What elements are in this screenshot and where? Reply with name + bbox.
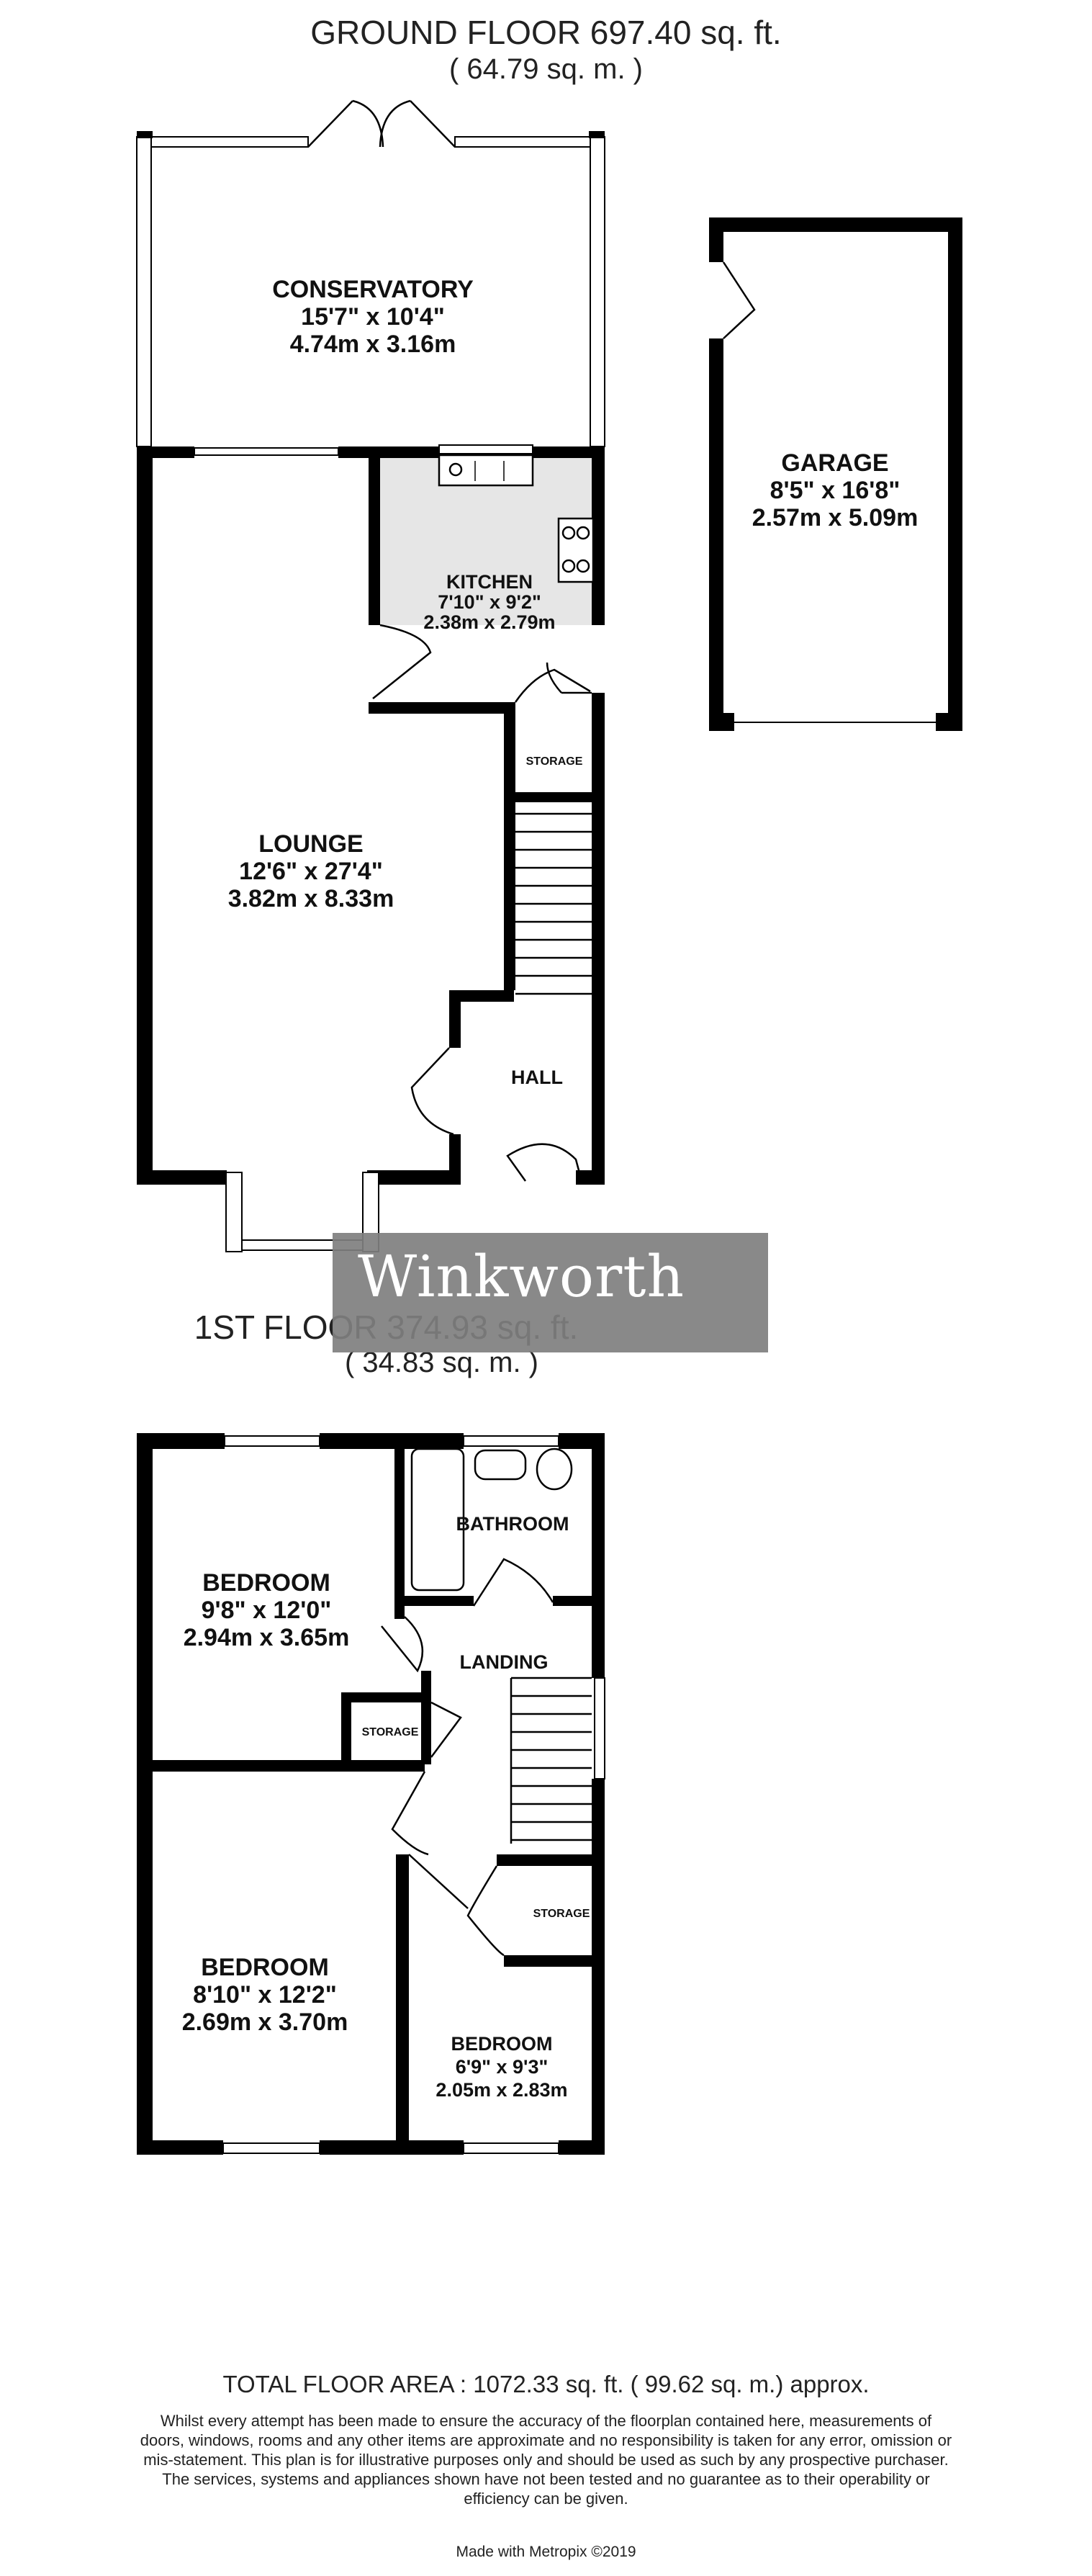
garage-metric: 2.57m x 5.09m: [752, 504, 919, 531]
lounge-name: LOUNGE: [258, 830, 363, 858]
landing-name: LANDING: [460, 1651, 549, 1673]
storage-door: [514, 668, 591, 703]
garage-name: GARAGE: [781, 449, 888, 477]
bedroom1-imperial: 9'8" x 12'0": [202, 1597, 332, 1624]
french-door-right: [379, 99, 456, 148]
storage-small-door: [430, 1701, 462, 1758]
garage-imperial: 8'5" x 16'8": [770, 477, 901, 504]
ground-floor-area-metric: ( 64.79 sq. m. ): [449, 53, 643, 85]
ground-floor-title: GROUND FLOOR 697.40 sq. ft.: [310, 14, 782, 51]
lounge-hall-door: [410, 1047, 454, 1136]
storage-small-name: STORAGE: [362, 1726, 419, 1738]
ground-floor-plan: [136, 99, 962, 1252]
total-floor-area: TOTAL FLOOR AREA : 1072.33 sq. ft. ( 99.…: [222, 2371, 870, 2397]
basin: [474, 1449, 527, 1481]
bedroom1-name: BEDROOM: [202, 1569, 330, 1597]
conservatory-window-right: [590, 136, 605, 447]
conservatory-window-left: [136, 136, 152, 447]
kitchen-metric: 2.38m x 2.79m: [423, 611, 555, 633]
metropix-credit: Made with Metropix ©2019: [456, 2544, 636, 2560]
bedroom2-window: [222, 2142, 320, 2154]
bath: [410, 1448, 465, 1592]
storage-landing-name: STORAGE: [533, 1908, 590, 1920]
kitchen-window: [438, 444, 533, 454]
toilet: [536, 1448, 573, 1491]
first-floor-plan: [137, 1433, 605, 2155]
garage-side-door: [722, 261, 756, 339]
bedroom3-name: BEDROOM: [451, 2033, 553, 2055]
hob: [557, 517, 595, 583]
bedroom2-name: BEDROOM: [201, 1954, 329, 1981]
lounge-imperial: 12'6" x 27'4": [239, 858, 383, 885]
kitchen-imperial: 7'10" x 9'2": [438, 591, 541, 613]
bedroom3-metric: 2.05m x 2.83m: [436, 2079, 567, 2101]
sliding-door: [194, 447, 339, 456]
kitchen-door: [372, 624, 432, 699]
bedroom3-imperial: 6'9" x 9'3": [456, 2056, 549, 2078]
kitchen-name: KITCHEN: [446, 571, 533, 593]
staircase-ground: [515, 812, 592, 995]
lounge-metric: 3.82m x 8.33m: [228, 885, 394, 912]
hall-name: HALL: [511, 1067, 563, 1088]
watermark-text: Winkworth: [358, 1243, 685, 1310]
bay-window-left: [225, 1172, 243, 1252]
bathroom-window: [463, 1435, 559, 1447]
front-door: [506, 1143, 583, 1182]
bedroom1-window: [224, 1435, 320, 1447]
bedroom2-imperial: 8'10" x 12'2": [193, 1981, 337, 2009]
bedroom1-door: [381, 1616, 424, 1673]
bathroom-door: [472, 1558, 554, 1607]
storage-ground-name: STORAGE: [526, 755, 583, 768]
staircase-first: [510, 1677, 592, 1844]
bedroom1-metric: 2.94m x 3.65m: [184, 1624, 350, 1651]
conservatory-imperial: 15'7" x 10'4": [301, 303, 445, 331]
landing-window: [594, 1677, 605, 1780]
disclaimer-text: Whilst every attempt has been made to en…: [140, 2412, 952, 2508]
winkworth-watermark: Winkworth: [333, 1233, 768, 1352]
bedroom3-door-line: [408, 1854, 469, 1909]
bathroom-name: BATHROOM: [456, 1513, 569, 1535]
storage-door-upper: [546, 662, 592, 694]
storage-landing-door: [466, 1865, 505, 1957]
conservatory-metric: 4.74m x 3.16m: [290, 331, 456, 358]
bedroom2-metric: 2.69m x 3.70m: [182, 2009, 348, 2036]
french-door-left: [307, 99, 384, 148]
conservatory-name: CONSERVATORY: [272, 276, 474, 303]
conservatory-window-top-left: [150, 136, 309, 148]
bedroom2-door: [391, 1771, 429, 1856]
bedroom3-window: [463, 2142, 559, 2154]
conservatory-window-top-right: [454, 136, 591, 148]
